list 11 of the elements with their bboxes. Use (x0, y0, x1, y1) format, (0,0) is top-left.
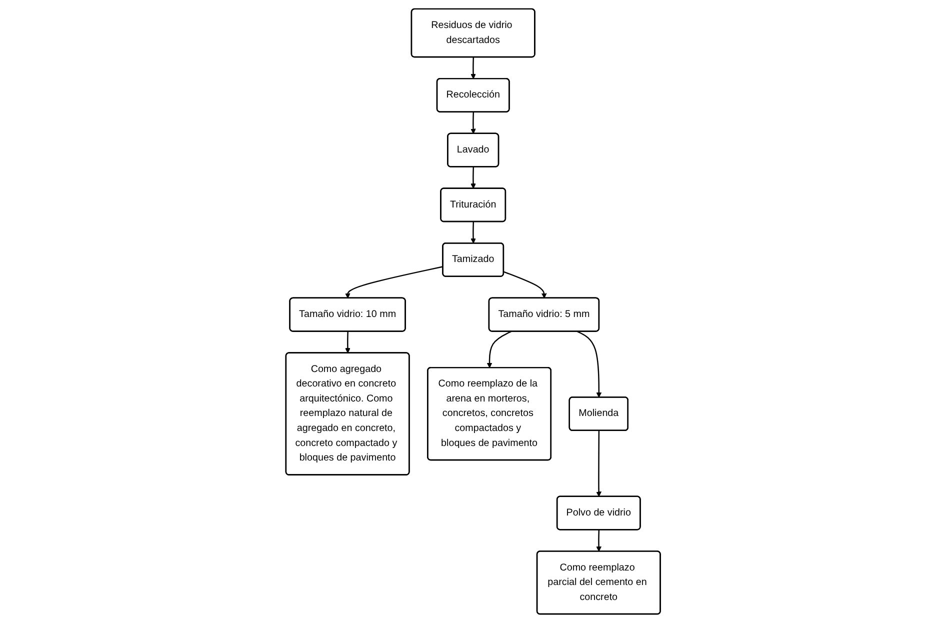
arrow (345, 332, 351, 354)
arrow (470, 166, 476, 189)
arrow (596, 530, 602, 552)
arrow (578, 330, 602, 398)
arrow (470, 222, 476, 244)
arrow (345, 266, 444, 298)
arrow (470, 57, 476, 80)
arrow (487, 330, 512, 368)
arrow (596, 430, 602, 497)
arrow (504, 271, 548, 298)
arrow (470, 112, 476, 134)
